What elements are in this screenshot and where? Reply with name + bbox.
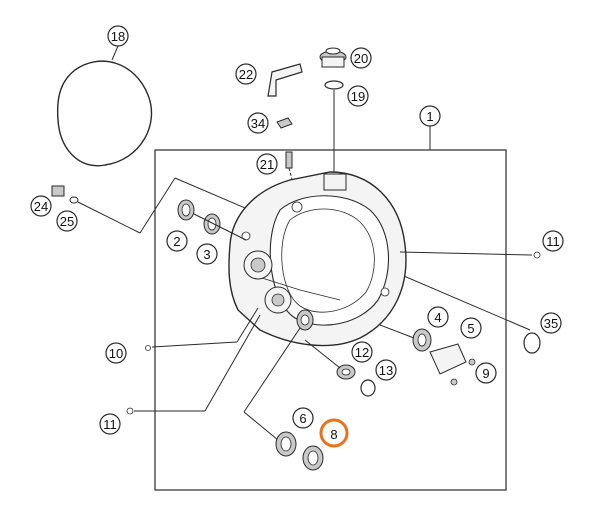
callout-20-label: 20 [354, 51, 368, 66]
callout-35[interactable]: 35 [540, 312, 562, 334]
hose-22 [267, 63, 303, 97]
housing-hole-1 [291, 201, 303, 213]
cap-20-body [321, 56, 345, 68]
callout-19[interactable]: 19 [347, 85, 369, 107]
callout-10-label: 10 [109, 346, 123, 361]
dowel-10 [145, 345, 151, 351]
callout-4-label: 4 [434, 310, 441, 325]
leader-18 [111, 45, 119, 61]
callout-11-lower[interactable]: 11 [99, 413, 121, 435]
dowel-11-lower [126, 407, 134, 415]
callout-20[interactable]: 20 [350, 47, 372, 69]
callout-18-label: 18 [111, 29, 125, 44]
leader-10b [236, 307, 259, 343]
callout-6[interactable]: 6 [292, 407, 314, 429]
bolt-24 [51, 185, 65, 197]
callout-6-label: 6 [299, 411, 306, 426]
plug-21 [285, 151, 293, 169]
callout-25-label: 25 [60, 214, 74, 229]
cap-20-top [325, 47, 341, 55]
circlip-13 [360, 379, 376, 397]
callout-35-label: 35 [544, 316, 558, 331]
callout-11-upper-label: 11 [546, 234, 560, 249]
leader-4 [379, 324, 415, 339]
housing-inner-rim-2 [281, 208, 375, 313]
callout-10[interactable]: 10 [105, 342, 127, 364]
callout-21[interactable]: 21 [256, 153, 278, 175]
seal-upper-6-inner [300, 314, 310, 326]
leader-11-upper [399, 251, 533, 256]
callout-9[interactable]: 9 [475, 362, 497, 384]
housing-boss-bottom-inner [271, 293, 285, 307]
screw-34 [276, 117, 293, 129]
callout-11-lower-label: 11 [103, 417, 117, 432]
screw-9b [450, 378, 458, 386]
callout-18[interactable]: 18 [107, 25, 129, 47]
callout-8-label: 8 [330, 427, 337, 442]
callout-5[interactable]: 5 [460, 317, 482, 339]
callout-3-label: 3 [203, 247, 210, 262]
callout-11-upper[interactable]: 11 [542, 230, 564, 252]
seal-6-inner [280, 436, 292, 452]
callout-2-label: 2 [173, 234, 180, 249]
callout-34-label: 34 [251, 116, 265, 131]
seal-2-inner [181, 203, 191, 217]
leader-24-main [139, 177, 176, 234]
callout-5-label: 5 [467, 321, 474, 336]
housing-rib [261, 277, 341, 301]
callout-12[interactable]: 12 [351, 341, 373, 363]
callout-13[interactable]: 13 [375, 359, 397, 381]
bearing-12-inner [341, 368, 351, 376]
oring-35 [523, 332, 541, 354]
seal-8-inner [307, 450, 319, 466]
leader-24-25 [77, 201, 141, 234]
callout-22[interactable]: 22 [235, 63, 257, 85]
callout-13-label: 13 [379, 363, 393, 378]
callout-3[interactable]: 3 [196, 243, 218, 265]
leader-10 [151, 341, 238, 348]
callout-12-label: 12 [355, 345, 369, 360]
callout-24-label: 24 [34, 199, 48, 214]
callout-1[interactable]: 1 [419, 105, 441, 127]
plate-5 [429, 343, 467, 375]
dowel-11-upper [533, 251, 541, 259]
leader-6-8b [243, 411, 279, 441]
callout-22-label: 22 [239, 67, 253, 82]
housing-boss-left-inner [250, 257, 266, 273]
callout-8-highlighted[interactable]: 8 [319, 418, 349, 448]
screw-9a [468, 358, 476, 366]
oring-19 [324, 80, 344, 90]
callout-1-label: 1 [426, 109, 433, 124]
callout-4[interactable]: 4 [427, 306, 449, 328]
housing-top-boss [323, 173, 347, 191]
callout-24[interactable]: 24 [30, 195, 52, 217]
housing-hole-2 [380, 287, 390, 297]
callout-9-label: 9 [482, 366, 489, 381]
bearing-4-inner [417, 333, 427, 347]
washer-25 [69, 196, 79, 204]
leader-11-lower-b [204, 314, 261, 412]
callout-2[interactable]: 2 [166, 230, 188, 252]
callout-21-label: 21 [260, 157, 274, 172]
seal-3-inner [207, 217, 217, 231]
leader-seals [193, 213, 247, 241]
leader-6-8 [243, 327, 301, 413]
callout-25[interactable]: 25 [56, 210, 78, 232]
callout-19-label: 19 [351, 89, 365, 104]
gasket-18 [56, 60, 153, 167]
callout-34[interactable]: 34 [247, 112, 269, 134]
leader-12 [304, 339, 341, 369]
